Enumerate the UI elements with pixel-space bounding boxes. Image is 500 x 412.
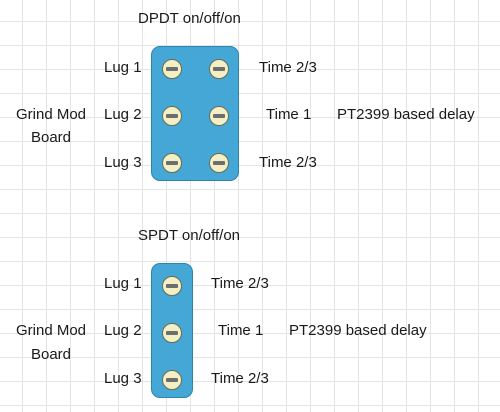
dpdt-delay-label: PT2399 based delay — [337, 106, 475, 123]
dpdt-lug-2-label: Lug 2 — [104, 106, 142, 123]
dpdt-lug-2a-terminal — [162, 106, 182, 126]
dpdt-time-label-3: Time 2/3 — [259, 154, 317, 171]
dpdt-lug-3-label: Lug 3 — [104, 154, 142, 171]
dpdt-switch-body — [151, 46, 239, 181]
dpdt-lug-3a-terminal — [162, 153, 182, 173]
dpdt-lug-2b-terminal — [209, 106, 229, 126]
spdt-lug-3-label: Lug 3 — [104, 370, 142, 387]
spdt-lug-3-terminal — [162, 370, 182, 390]
dpdt-lug-3b-terminal — [209, 153, 229, 173]
dpdt-board-label-line2: Board — [30, 129, 72, 146]
spdt-time-label-3: Time 2/3 — [211, 370, 269, 387]
spdt-board-label-line1: Grind Mod — [15, 322, 87, 339]
dpdt-time-label-1: Time 2/3 — [259, 59, 317, 76]
dpdt-lug-1a-terminal — [162, 59, 182, 79]
spdt-time-label-1: Time 2/3 — [211, 275, 269, 292]
spdt-board-label-line2: Board — [30, 346, 72, 363]
spdt-switch-body — [151, 263, 193, 398]
spdt-delay-label: PT2399 based delay — [289, 322, 427, 339]
spdt-lug-2-terminal — [162, 323, 182, 343]
spdt-lug-2-label: Lug 2 — [104, 322, 142, 339]
dpdt-title: DPDT on/off/on — [138, 10, 241, 27]
dpdt-lug-1-label: Lug 1 — [104, 59, 142, 76]
spdt-time-label-2: Time 1 — [218, 322, 264, 339]
dpdt-time-label-2: Time 1 — [266, 106, 312, 123]
dpdt-lug-1b-terminal — [209, 59, 229, 79]
spdt-lug-1-terminal — [162, 276, 182, 296]
dpdt-board-label-line1: Grind Mod — [15, 106, 87, 123]
spdt-lug-1-label: Lug 1 — [104, 275, 142, 292]
spdt-title: SPDT on/off/on — [138, 227, 241, 244]
